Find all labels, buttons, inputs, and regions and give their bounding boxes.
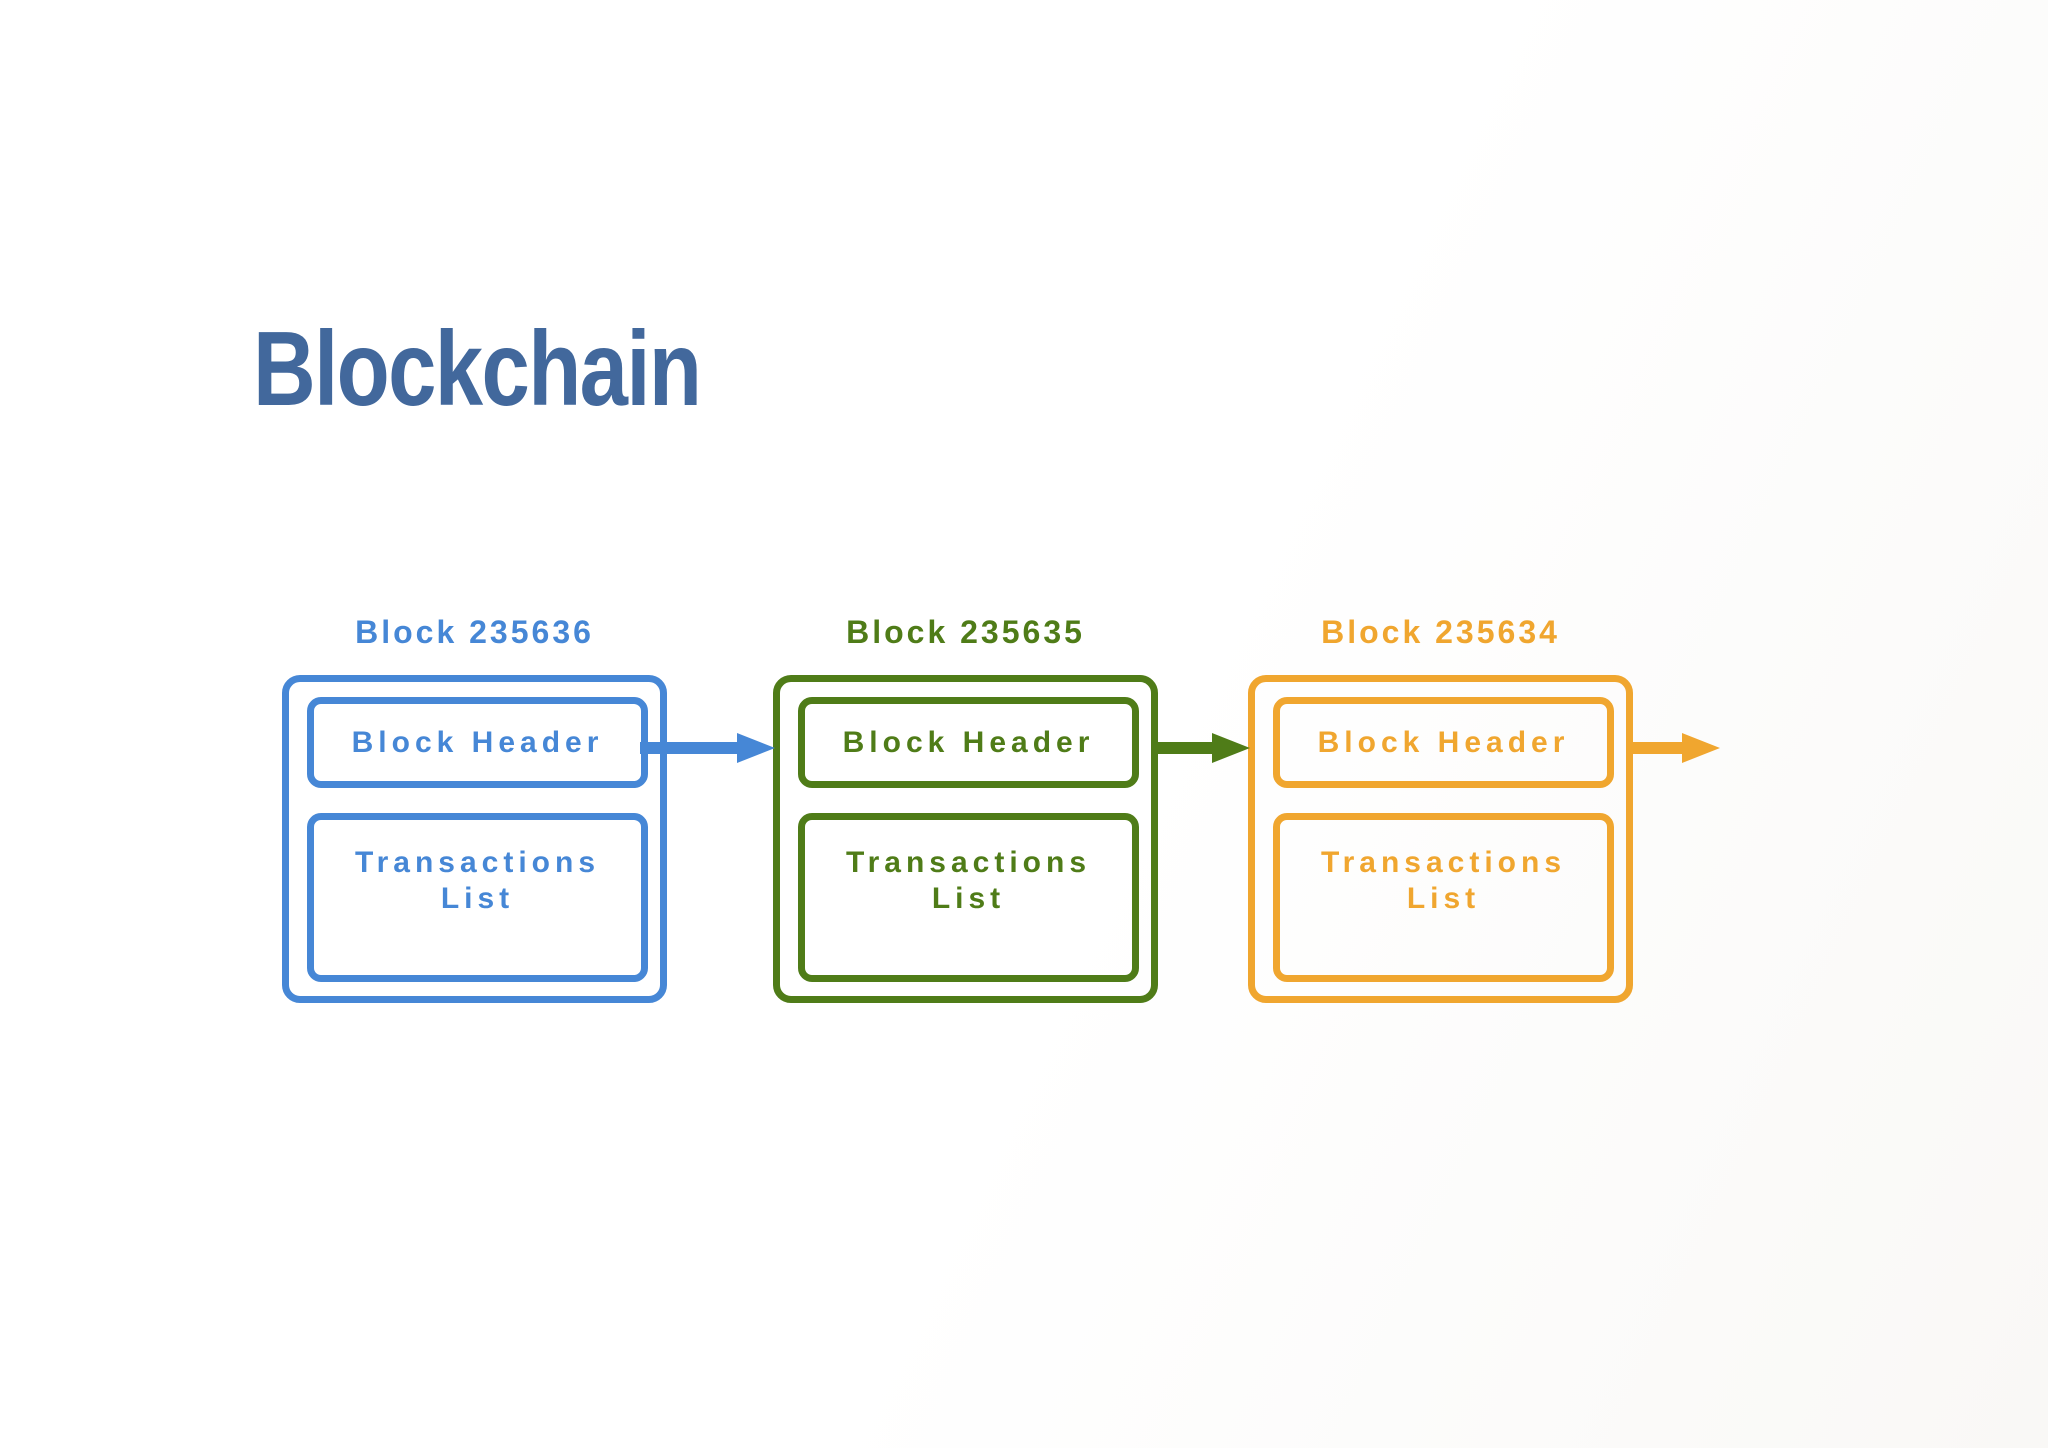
- arrow-shaft: [1629, 742, 1683, 754]
- block-235634-label: Block 235634: [1321, 614, 1560, 650]
- transactions-list-label: Transactions List: [1320, 846, 1567, 915]
- block-235635-label: Block 235635: [846, 614, 1085, 650]
- arrow-right-icon: [1155, 733, 1250, 763]
- block-header-label: Block Header: [1317, 725, 1570, 759]
- arrow-right-icon: [640, 733, 775, 763]
- block-235636-header-box: Block Header: [307, 697, 648, 788]
- block-235636-box: Block Header Transactions List: [282, 675, 667, 1003]
- arrow-shaft: [640, 742, 738, 754]
- page-title: Blockchain: [253, 310, 702, 428]
- arrow-head: [1212, 733, 1250, 763]
- block-235634-box: Block Header Transactions List: [1248, 675, 1633, 1003]
- block-235635-box: Block Header Transactions List: [773, 675, 1158, 1003]
- arrow-head: [1682, 733, 1720, 763]
- block-235634-transactions-box: Transactions List: [1273, 813, 1614, 982]
- block-header-label: Block Header: [351, 725, 604, 759]
- transactions-list-label: Transactions List: [354, 846, 601, 915]
- arrow-right-icon: [1629, 733, 1720, 763]
- block-header-label: Block Header: [842, 725, 1095, 759]
- arrow-shaft: [1155, 742, 1213, 754]
- block-235635-header-box: Block Header: [798, 697, 1139, 788]
- block-235636-transactions-box: Transactions List: [307, 813, 648, 982]
- transactions-list-label: Transactions List: [845, 846, 1092, 915]
- block-235636-label: Block 235636: [355, 614, 594, 650]
- arrow-head: [737, 733, 775, 763]
- block-235634-header-box: Block Header: [1273, 697, 1614, 788]
- block-235635-transactions-box: Transactions List: [798, 813, 1139, 982]
